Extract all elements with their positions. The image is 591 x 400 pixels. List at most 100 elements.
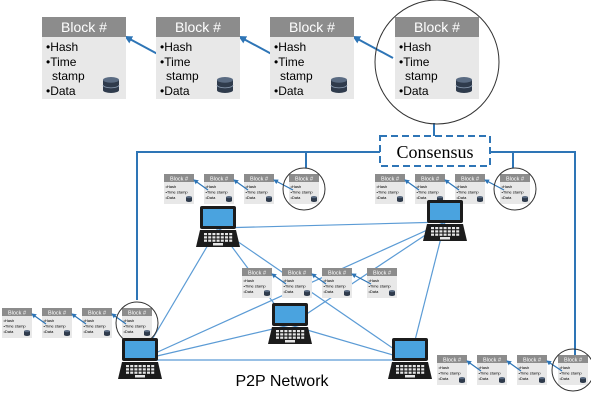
block-header [204,174,234,182]
block-title: Block # [210,176,229,182]
block-data: •Data [479,376,490,381]
block-time: •Time [274,55,305,69]
block-header [2,308,32,316]
block-time: •Time stamp [206,190,229,195]
block-time: •Time stamp [124,324,147,329]
block: Block #•Hash•Time stamp•Data [322,268,352,298]
block: Block #•Hash•Time stamp•Data [122,308,152,338]
consensus-box: Consensus [379,135,491,167]
block-data: •Data [457,195,468,200]
block-data: •Data [206,195,217,200]
block-time: •Time stamp [417,190,440,195]
block-data: •Data [44,329,55,334]
network-link [139,324,291,361]
block-data: •Data [124,329,135,334]
database-icon [459,377,465,384]
block-title: Block # [421,176,440,182]
block-hash: •Hash [284,278,295,283]
chain-arrow [271,273,287,285]
chain-arrow [546,360,563,372]
network-link [217,227,411,361]
block: Block #•Hash•Time stamp•Data [558,355,588,385]
block-title: Block # [250,176,269,182]
block: Block #•Hash•Time stamp•Data [455,174,485,204]
chain-arrow [71,313,87,325]
block: Block #•Hash•Time stamp•Data [244,174,274,204]
network-link [217,221,446,229]
chain-arrow [193,179,209,191]
block-hash: •Hash [291,184,302,189]
block-hash: •Hash [124,318,135,323]
block-data: •Data [324,289,335,294]
block-title: Block # [295,176,314,182]
chain-arrow [311,273,327,285]
block-stamp: stamp [280,69,313,83]
chain-arrow [111,313,127,325]
block-header [42,17,126,37]
block-hash: •Hash [166,184,177,189]
block-title: Block # [414,19,460,35]
block-time: •Time stamp [502,190,525,195]
block-title: Block # [48,310,67,316]
block-stamp: stamp [405,69,438,83]
chain-arrow [404,179,420,191]
database-icon [24,330,30,337]
database-icon [226,196,232,202]
block: Block #•Hash•Time stamp•Data [289,174,319,204]
block-time: •Time [399,55,430,69]
database-icon [330,77,348,94]
database-icon [580,377,586,384]
database-icon [264,290,270,297]
block-stamp: stamp [52,69,85,83]
block-data: •Data [439,376,450,381]
laptops-layer [118,200,467,379]
block-header [500,174,530,182]
database-icon [216,77,234,94]
block-hash: •Hash [84,318,95,323]
block-title: Block # [523,357,542,363]
block-header [322,268,352,276]
block-hash: •Hash [479,365,490,370]
chain-arrow [466,360,482,372]
block-header [477,355,507,363]
block-data: •Data [502,195,513,200]
block-time: •Time stamp [324,284,347,289]
network-link [409,221,446,361]
block-header [282,268,312,276]
block-hash: •Hash [457,184,468,189]
block-hash: •Hash [160,40,192,54]
new-block-highlight [282,167,326,211]
block-hash: •Hash [519,365,530,370]
block-data: •Data [160,84,190,98]
block-hash: •Hash [439,365,450,370]
block-hash: •Hash [44,318,55,323]
chain-arrow [233,179,249,191]
block: Block #•Hash•Time stamp•Data [242,268,272,298]
block-data: •Data [291,195,302,200]
block: Block #•Hash•Time stamp•Data [164,174,194,204]
block-header [395,17,479,37]
chain-arrow [352,36,394,59]
block-data: •Data [166,195,177,200]
block: Block #•Hash•Time stamp•Data [517,355,547,385]
block-hash: •Hash [246,184,257,189]
block-header [82,308,112,316]
block-header [156,17,240,37]
block-hash: •Hash [377,184,388,189]
block: Block #•Hash•Time stamp•Data [82,308,112,338]
database-icon [499,377,505,384]
block-time: •Time stamp [439,371,462,376]
database-icon [539,377,545,384]
block-title: Block # [381,176,400,182]
database-icon [455,77,473,94]
block-data: •Data [244,289,255,294]
laptop-icon [423,200,467,241]
block-title: Block # [175,19,221,35]
block-data: •Data [274,84,304,98]
block-time: •Time stamp [377,190,400,195]
block-time: •Time stamp [457,190,480,195]
database-icon [477,196,483,202]
